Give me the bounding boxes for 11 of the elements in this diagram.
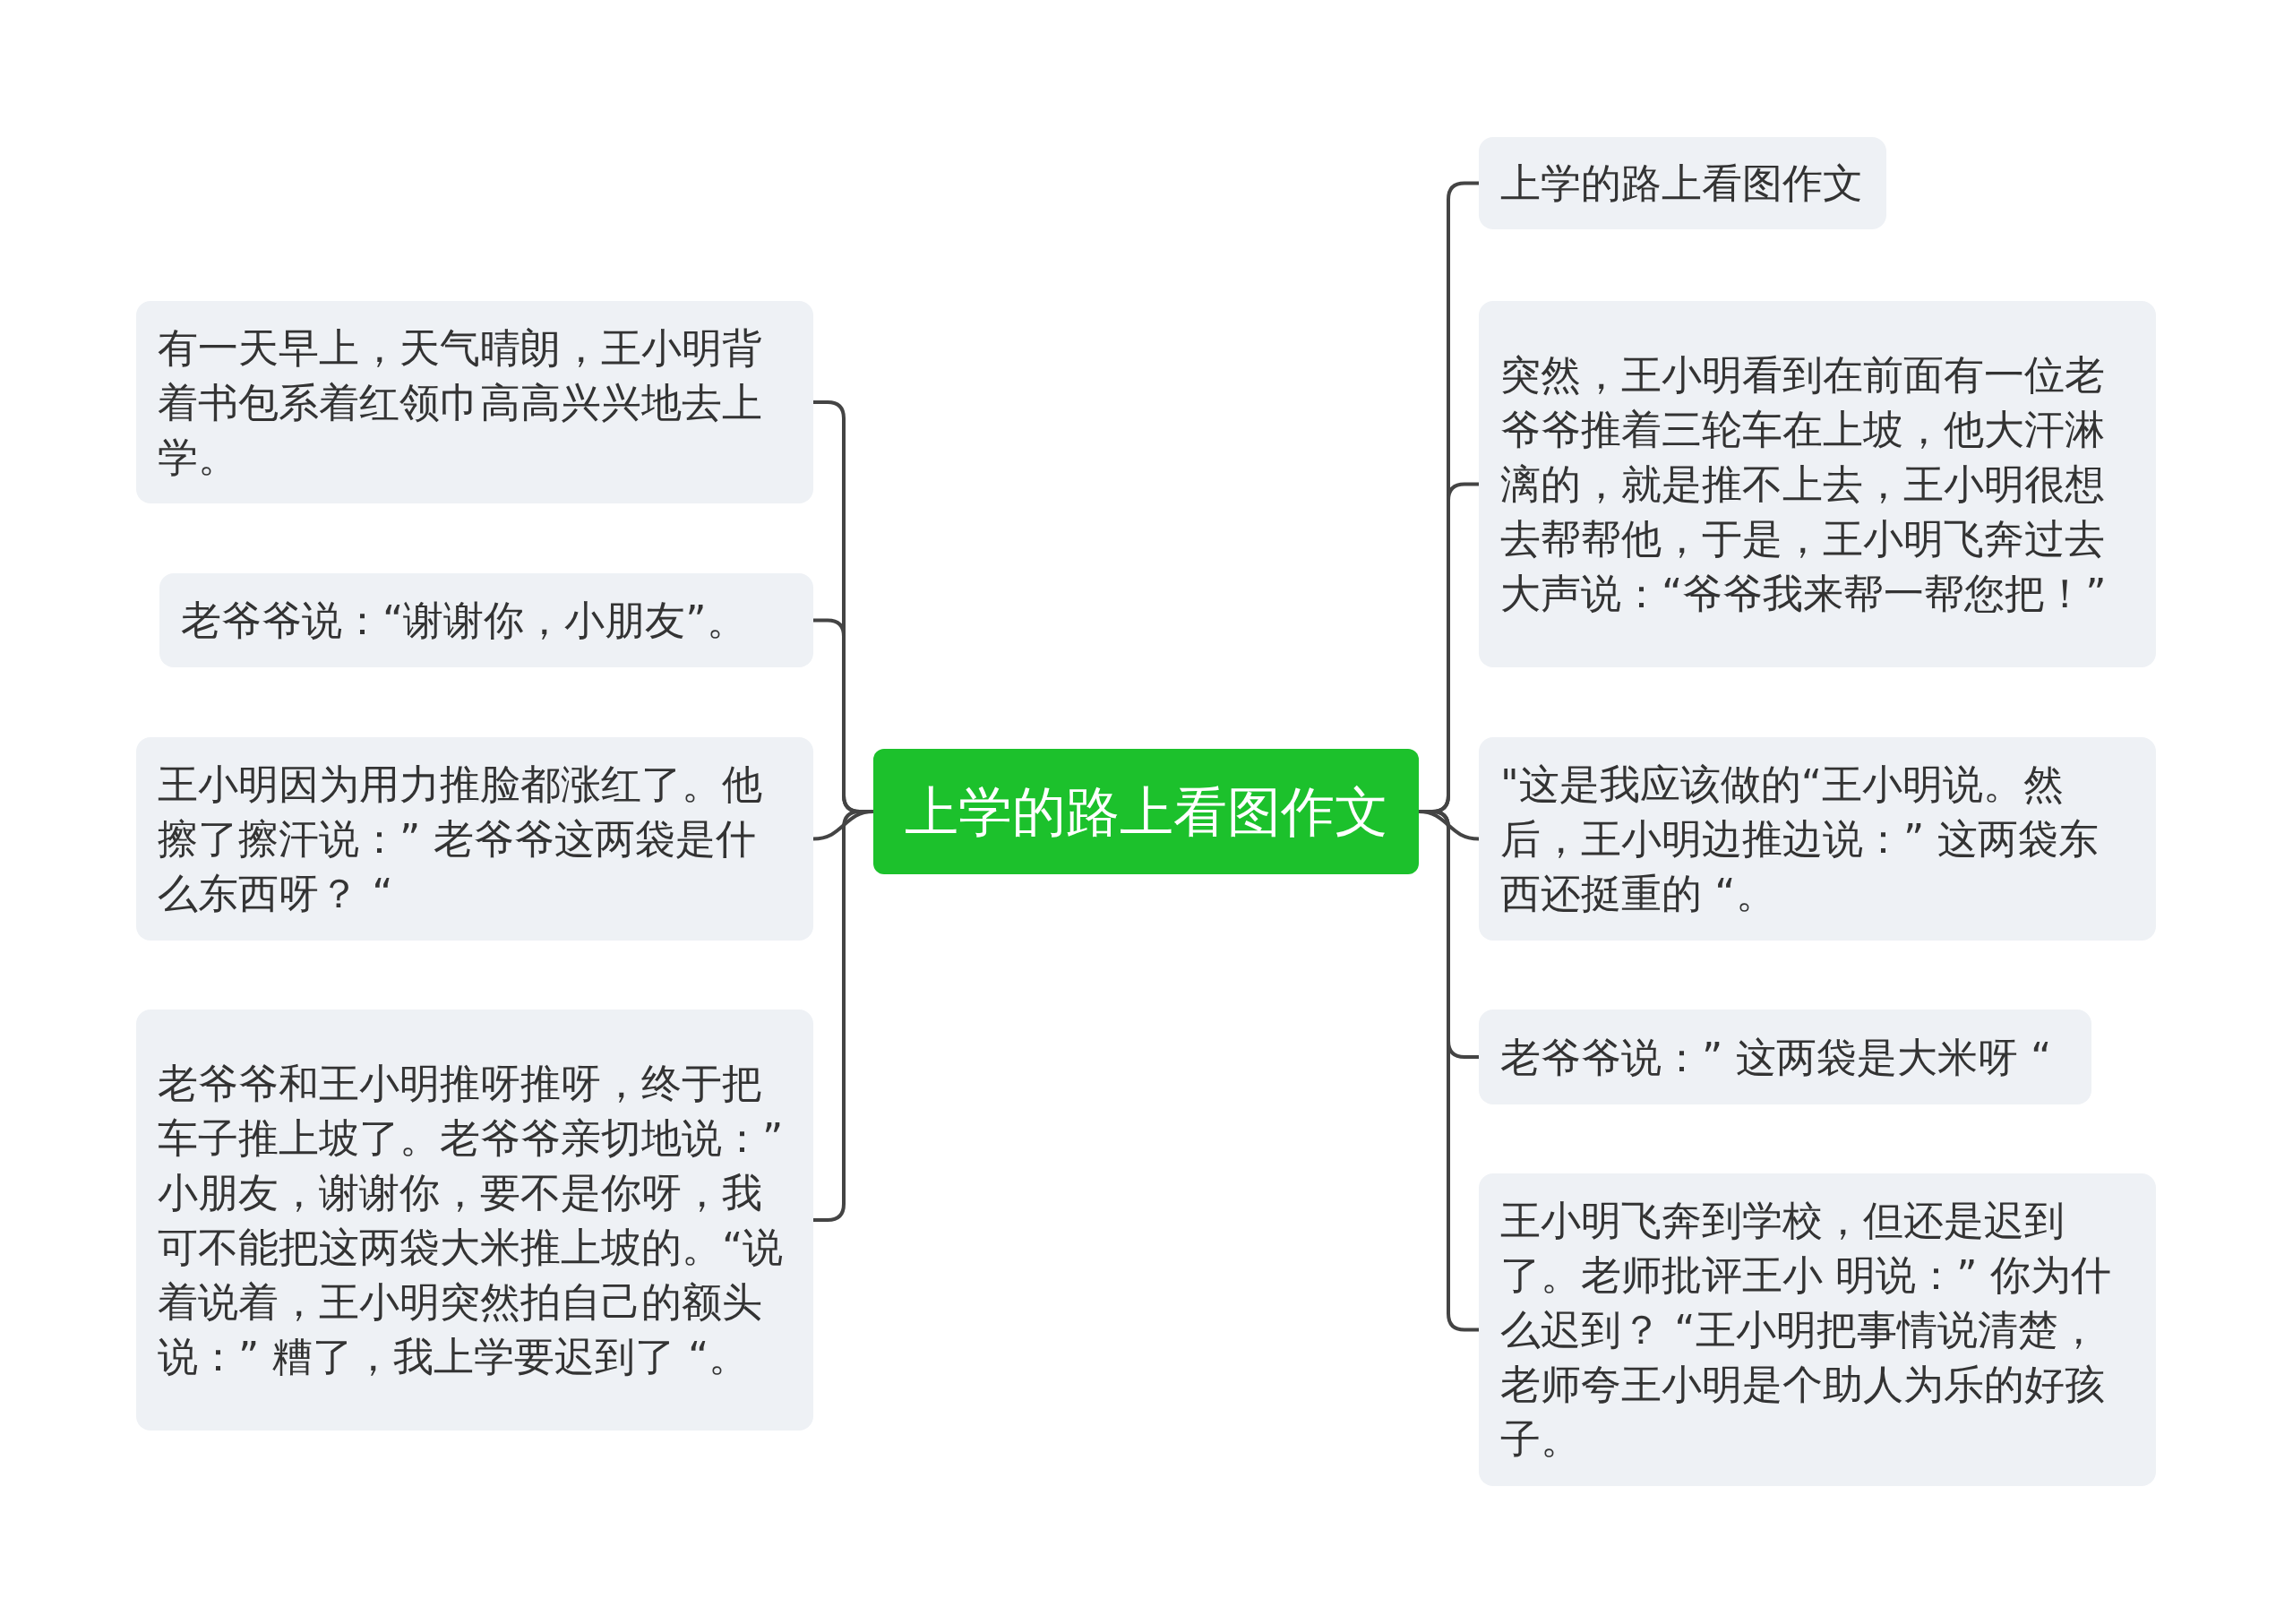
topic-box: 上学的路上看图作文 [873,749,1419,874]
text-box: 王小明飞奔到学校，但还是迟到了。老师批评王小 明说：” 你为什么迟到？ “王小明把事情说清楚，老师夸王小明是个助人为乐的好孩子。 [1479,1173,2156,1486]
connector-line [813,810,873,1222]
text-box: 王小明因为用力推脸都涨红了。他擦了擦汗说：” 老爷爷这两袋是什么东西呀？ “ [136,737,813,941]
text-box: 老爷爷说：” 这两袋是大米呀 “ [1479,1010,2091,1104]
text-box: "这是我应该做的“王小明说。然后，王小明边推边说：” 这两袋东西还挺重的 “。 [1479,737,2156,941]
text-box: 突然，王小明看到在前面有一位老爷爷推着三轮车在上坡，他大汗淋漓的，就是推不上去，王小明很想去帮帮他，于是，王小明飞奔过去大声说：“爷爷我来帮一帮您把！” [1479,301,2156,667]
text-box: 有一天早上，天气晴朗，王小明背着书包系着红领巾高高兴兴地去上学。 [136,301,813,503]
text-box: 老爷爷和王小明推呀推呀，终于把车子推上坡了。老爷爷亲切地说：” 小朋友，谢谢你，要不是你呀，我可不能把这两袋大米推上坡的。“说着说着，王小明突然拍自己的额头说：” 糟了，我上学要迟到了 “。 [136,1010,813,1431]
text-box: 上学的路上看图作文 [1479,137,1886,229]
text-box: 老爷爷说：“谢谢你，小朋友”。 [159,573,813,667]
